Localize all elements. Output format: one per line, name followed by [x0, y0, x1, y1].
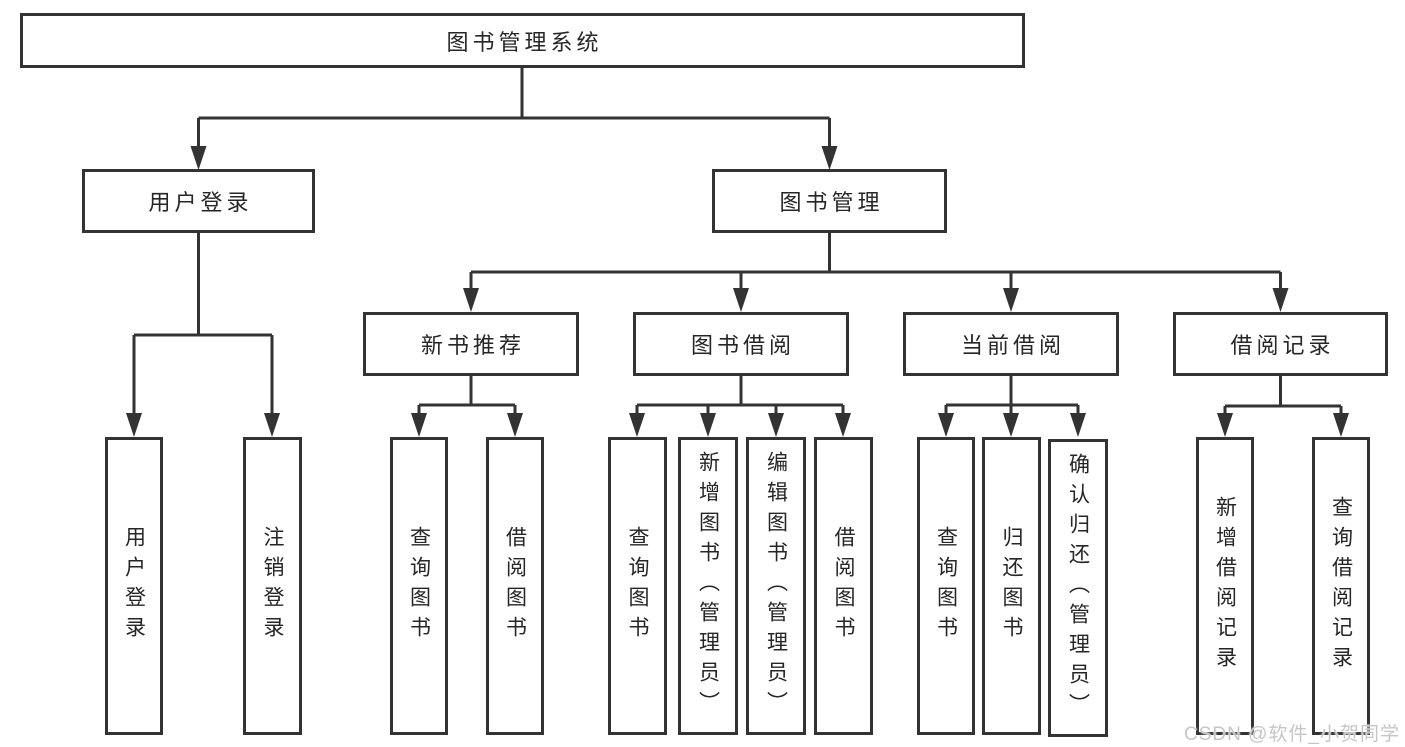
leaf-borrow-borrow-books-label: 借阅图书	[832, 526, 855, 646]
arrowhead	[629, 413, 645, 437]
arrowhead	[835, 413, 851, 437]
leaf-current-query-books-label: 查询图书	[934, 526, 958, 646]
node-book-management-label: 图书管理	[779, 190, 884, 215]
arrowhead	[1217, 413, 1233, 437]
leaf-recommend-borrow-books: 借阅图书	[486, 437, 544, 735]
arrowhead	[768, 413, 784, 437]
arrowhead	[1272, 288, 1289, 312]
arrowhead	[463, 288, 479, 312]
node-new-book-recommend: 新书推荐	[363, 312, 579, 376]
leaf-records-add-record: 新增借阅记录	[1196, 437, 1254, 735]
arrowhead	[264, 413, 280, 437]
node-root-label: 图书管理系统	[446, 29, 603, 55]
leaf-recommend-query-books: 查询图书	[390, 437, 448, 735]
arrowhead	[190, 146, 207, 170]
leaf-logout: 注销登录	[243, 437, 302, 735]
node-user-login-label: 用户登录	[148, 190, 253, 215]
node-book-borrow: 图书借阅	[633, 312, 849, 376]
arrowhead	[126, 413, 142, 437]
arrowhead	[411, 413, 427, 437]
arrowhead	[821, 146, 838, 170]
leaf-records-query-record: 查询借阅记录	[1312, 437, 1370, 735]
leaf-records-add-record-label: 新增借阅记录	[1213, 496, 1237, 676]
leaf-recommend-borrow-books-label: 借阅图书	[503, 526, 527, 646]
leaf-records-query-record-label: 查询借阅记录	[1329, 496, 1353, 676]
leaf-current-return-books: 归还图书	[982, 437, 1041, 735]
arrowhead	[733, 288, 749, 312]
leaf-current-confirm-return-admin: 确认归还（管理员）	[1048, 439, 1108, 737]
leaf-borrow-add-books-admin: 新增图书（管理员）	[678, 437, 738, 735]
leaf-borrow-borrow-books: 借阅图书	[814, 437, 873, 735]
leaf-borrow-edit-books-admin: 编辑图书（管理员）	[746, 437, 806, 735]
leaf-current-query-books: 查询图书	[917, 437, 975, 735]
csdn-watermark: CSDN @软件_小贺同学	[1184, 724, 1400, 745]
arrowhead	[938, 413, 954, 437]
node-current-borrow: 当前借阅	[903, 312, 1119, 376]
leaf-current-return-books-label: 归还图书	[1000, 526, 1023, 646]
leaf-borrow-edit-books-admin-label: 编辑图书（管理员）	[764, 451, 788, 721]
arrowhead	[700, 413, 716, 437]
leaf-borrow-query-books-label: 查询图书	[626, 526, 649, 646]
arrowhead	[1333, 413, 1349, 437]
leaf-borrow-add-books-admin-label: 新增图书（管理员）	[696, 451, 720, 721]
arrowhead	[1070, 413, 1086, 437]
leaf-user-login: 用户登录	[105, 437, 163, 735]
node-current-borrow-label: 当前借阅	[960, 333, 1065, 358]
leaf-current-confirm-return-admin-label: 确认归还（管理员）	[1066, 453, 1090, 723]
arrowhead	[1003, 413, 1019, 437]
arrowhead	[1003, 288, 1019, 312]
leaf-borrow-query-books: 查询图书	[608, 437, 667, 735]
leaf-logout-label: 注销登录	[261, 526, 284, 646]
node-borrow-records: 借阅记录	[1173, 312, 1388, 376]
node-book-borrow-label: 图书借阅	[690, 333, 795, 358]
leaf-user-login-label: 用户登录	[122, 526, 146, 646]
node-book-management: 图书管理	[712, 169, 947, 233]
node-root: 图书管理系统	[20, 13, 1025, 68]
node-new-book-recommend-label: 新书推荐	[420, 333, 525, 358]
leaf-recommend-query-books-label: 查询图书	[407, 526, 431, 646]
node-borrow-records-label: 借阅记录	[1230, 333, 1335, 358]
arrowhead	[507, 413, 523, 437]
node-user-login: 用户登录	[82, 169, 315, 233]
